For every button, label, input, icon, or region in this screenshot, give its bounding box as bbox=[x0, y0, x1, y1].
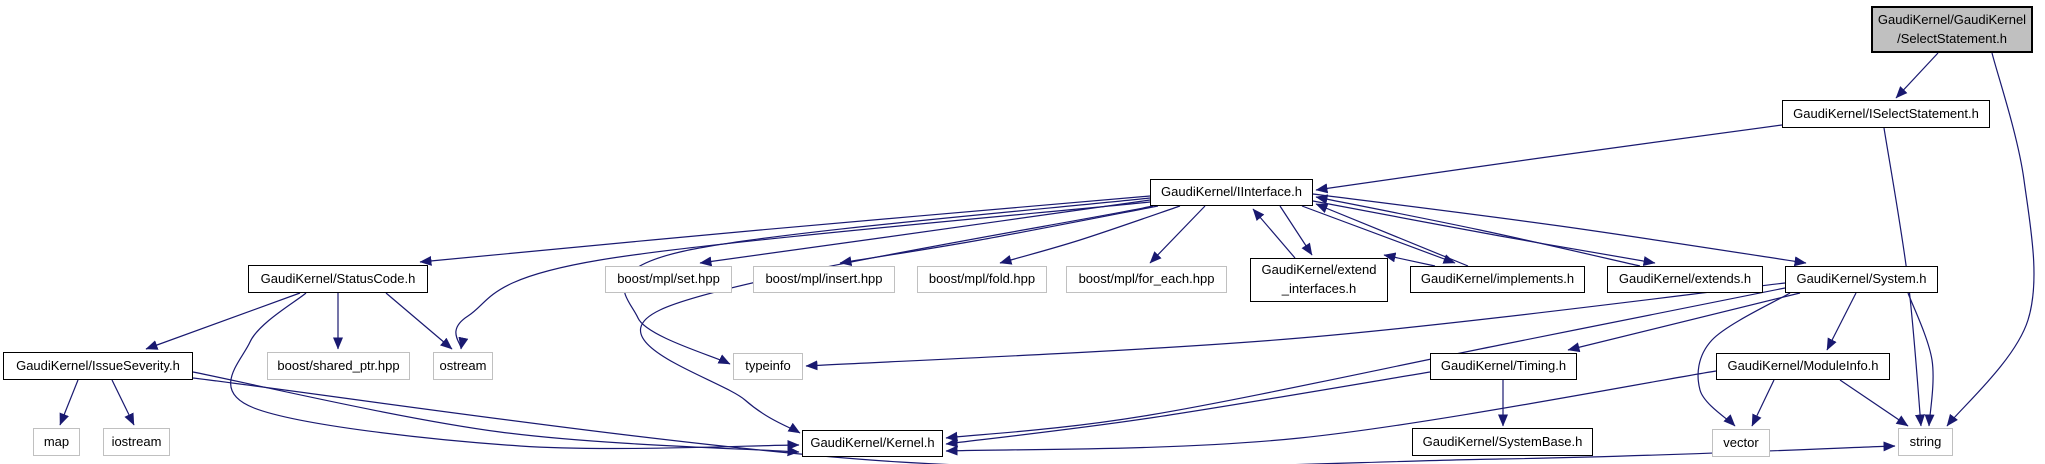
edge-iinterface-to-status-code bbox=[419, 195, 1151, 266]
node-issue-severity[interactable]: GaudiKernel/IssueSeverity.h bbox=[3, 352, 193, 380]
node-iostream: iostream bbox=[103, 428, 170, 456]
edge-issue-severity-to-iostream bbox=[111, 379, 135, 426]
node-system-base[interactable]: GaudiKernel/SystemBase.h bbox=[1412, 428, 1593, 456]
node-mpl-fold: boost/mpl/fold.hpp bbox=[917, 266, 1047, 293]
edge-issue-severity-to-map bbox=[59, 379, 79, 426]
edge-issue-severity-to-kernel bbox=[192, 371, 800, 457]
node-iselect-statement[interactable]: GaudiKernel/ISelectStatement.h bbox=[1782, 100, 1990, 128]
edge-iinterface-to-mpl-for-each bbox=[1149, 205, 1206, 264]
edges-group bbox=[59, 52, 2035, 464]
node-mpl-for-each: boost/mpl/for_each.hpp bbox=[1066, 266, 1227, 293]
node-map: map bbox=[33, 428, 80, 456]
edge-iselect-statement-to-iinterface bbox=[1315, 124, 1783, 194]
edge-iinterface-to-extend-interfaces bbox=[1279, 205, 1313, 256]
edge-module-info-to-string bbox=[1839, 379, 1909, 427]
edge-select-statement-to-iselect-statement bbox=[1895, 52, 1939, 99]
edge-select-statement-to-string bbox=[1946, 52, 2035, 427]
node-shared-ptr: boost/shared_ptr.hpp bbox=[267, 352, 410, 380]
node-select-statement: GaudiKernel/GaudiKernel /SelectStatement… bbox=[1871, 6, 2033, 53]
node-string: string bbox=[1898, 428, 1953, 456]
edge-iinterface-to-ostream bbox=[455, 201, 1151, 350]
node-implements[interactable]: GaudiKernel/implements.h bbox=[1410, 266, 1585, 293]
edge-iinterface-to-mpl-fold bbox=[999, 205, 1181, 265]
node-mpl-set: boost/mpl/set.hpp bbox=[605, 266, 732, 293]
node-vector: vector bbox=[1712, 429, 1770, 457]
node-status-code[interactable]: GaudiKernel/StatusCode.h bbox=[248, 265, 428, 293]
edge-status-code-to-kernel bbox=[230, 292, 800, 451]
edge-module-info-to-vector bbox=[1751, 379, 1775, 427]
node-module-info[interactable]: GaudiKernel/ModuleInfo.h bbox=[1716, 353, 1890, 380]
edge-iinterface-to-system bbox=[1312, 193, 1807, 267]
edge-extends-to-iinterface bbox=[1315, 194, 1641, 267]
node-mpl-insert: boost/mpl/insert.hpp bbox=[753, 266, 895, 293]
edge-implements-to-iinterface bbox=[1315, 203, 1469, 267]
edge-status-code-to-ostream bbox=[385, 292, 453, 350]
edge-system-to-string bbox=[1907, 292, 1935, 427]
edge-system-to-kernel bbox=[945, 287, 1786, 442]
edge-system-to-typeinfo bbox=[805, 282, 1786, 371]
edge-iinterface-to-extends bbox=[1312, 200, 1656, 266]
node-typeinfo: typeinfo bbox=[733, 353, 803, 380]
edge-timing-to-kernel bbox=[945, 371, 1431, 448]
node-extend-interfaces[interactable]: GaudiKernel/extend _interfaces.h bbox=[1250, 258, 1388, 302]
edge-system-to-timing bbox=[1567, 292, 1801, 353]
edge-iinterface-to-implements bbox=[1301, 205, 1456, 264]
edge-extend-interfaces-to-iinterface bbox=[1252, 208, 1296, 259]
edge-issue-severity-to-string bbox=[192, 377, 1896, 464]
node-extends[interactable]: GaudiKernel/extends.h bbox=[1607, 266, 1763, 293]
edge-iinterface-to-kernel bbox=[639, 205, 1154, 434]
edge-iinterface-to-typeinfo bbox=[623, 197, 1151, 365]
edge-implements-to-extend-interfaces bbox=[1383, 252, 1436, 267]
edge-status-code-to-issue-severity bbox=[145, 292, 301, 350]
node-timing[interactable]: GaudiKernel/Timing.h bbox=[1430, 353, 1577, 380]
edge-iinterface-to-mpl-set bbox=[699, 199, 1151, 267]
edge-module-info-to-kernel bbox=[945, 370, 1717, 456]
node-kernel[interactable]: GaudiKernel/Kernel.h bbox=[802, 430, 943, 457]
edge-system-to-module-info bbox=[1826, 292, 1857, 351]
edge-system-to-vector bbox=[1697, 292, 1791, 427]
node-system[interactable]: GaudiKernel/System.h bbox=[1785, 266, 1938, 293]
node-iinterface[interactable]: GaudiKernel/IInterface.h bbox=[1150, 179, 1313, 206]
node-ostream: ostream bbox=[433, 352, 493, 380]
